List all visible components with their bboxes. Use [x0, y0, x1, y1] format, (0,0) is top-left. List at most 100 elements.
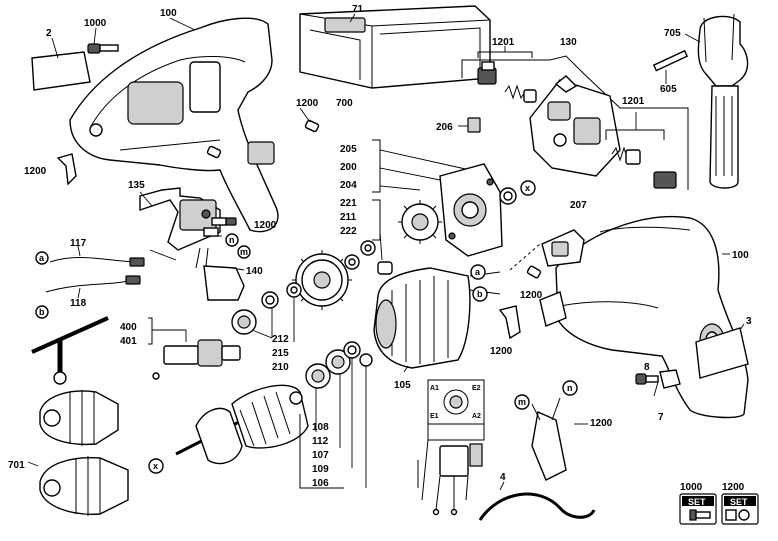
gear-204: [398, 200, 442, 244]
bracket-108-106: [299, 358, 367, 489]
label-210: 210: [272, 362, 289, 373]
clip-1200-mid: [498, 305, 521, 340]
circle-b-left: b: [35, 305, 49, 319]
label-109: 109: [312, 464, 329, 475]
gear-housing-205: [439, 163, 503, 257]
label-1201-right: 1201: [622, 96, 645, 107]
brush-spring-left: [504, 84, 537, 103]
label-7: 7: [658, 412, 664, 423]
label-207: 207: [570, 200, 587, 211]
svg-text:m: m: [240, 247, 248, 257]
bracket-1201-right: [605, 112, 665, 140]
label-set-1200: 1200: [722, 482, 745, 493]
label-106: 106: [312, 478, 329, 489]
brush-cap-left: [477, 61, 497, 85]
svg-text:b: b: [477, 289, 483, 299]
label-plate-2: [31, 37, 91, 91]
label-112: 112: [312, 436, 329, 447]
washer-222: [344, 254, 360, 270]
label-1201-left: 1201: [492, 37, 515, 48]
set-text-1200: SET: [730, 497, 748, 507]
screw-1200-switch: [203, 217, 237, 237]
circle-m-switch: m: [237, 245, 251, 259]
cord-4: [478, 397, 596, 521]
label-8: 8: [644, 362, 650, 373]
bearing-washer: [499, 187, 517, 205]
label-140: 140: [246, 266, 263, 277]
brush-right: [611, 146, 677, 189]
label-705: 705: [664, 28, 681, 39]
label-3: 3: [746, 316, 752, 327]
connector-lines-switch: [149, 235, 222, 261]
wiring-diagram: [417, 379, 485, 516]
label-118: 118: [70, 298, 87, 309]
svg-text:n: n: [567, 383, 573, 393]
screw-8-clamp-7: [635, 369, 681, 397]
keyless-chuck-701: [27, 456, 129, 516]
circle-x-gear: x: [520, 180, 536, 196]
label-401: 401: [120, 336, 137, 347]
ring-106: [359, 353, 373, 367]
label-100-right: 100: [732, 250, 749, 261]
bracket-1201-left: [477, 46, 533, 58]
bearing-108: [305, 363, 331, 389]
wire-117: [49, 245, 145, 267]
switch-135: [139, 187, 221, 251]
washer-221: [360, 240, 376, 256]
pin-1200-right: [526, 265, 542, 279]
set-badge-1000: [679, 493, 717, 525]
label-206: 206: [436, 122, 453, 133]
label-400: 400: [120, 322, 137, 333]
label-107: 107: [312, 450, 329, 461]
circle-n-cord: n: [562, 380, 578, 396]
bushing: [377, 261, 393, 275]
side-handle-705: [652, 13, 749, 189]
svg-text:x: x: [153, 461, 158, 471]
bracket-130: [461, 55, 689, 190]
svg-text:a: a: [475, 267, 481, 277]
label-71: 71: [352, 4, 364, 15]
washer-215: [261, 291, 279, 309]
wiring-E1: E1: [430, 413, 439, 420]
svg-text:b: b: [39, 307, 45, 317]
label-701: 701: [8, 460, 25, 471]
ring-112: [343, 341, 361, 359]
label-222: 222: [340, 226, 357, 237]
circle-n-switch: n: [225, 233, 239, 247]
set-text-1000: SET: [688, 497, 706, 507]
wiring-A1: A1: [430, 385, 439, 392]
label-221: 221: [340, 198, 357, 209]
clip-1200-left: [56, 153, 77, 186]
label-1200-c: 1200: [254, 220, 277, 231]
circle-a-stator: a: [470, 264, 486, 280]
circle-x-armature: x: [148, 458, 164, 474]
armature-107: [175, 384, 309, 465]
part-206: [458, 117, 481, 133]
label-700: 700: [336, 98, 353, 109]
capacitor-140: [195, 247, 245, 301]
wiring-A2: A2: [472, 413, 481, 420]
label-105: 105: [394, 380, 411, 391]
label-1200-d: 1200: [520, 290, 543, 301]
carry-case-700: [299, 5, 491, 89]
label-135: 135: [128, 180, 145, 191]
label-205: 205: [340, 144, 357, 155]
circle-b-stator: b: [472, 286, 488, 302]
spindle-400: [152, 339, 241, 380]
bracket-212-215-210: [251, 298, 295, 342]
svg-text:n: n: [229, 235, 235, 245]
label-1200-a: 1200: [296, 98, 319, 109]
label-1200-f: 1200: [590, 418, 613, 429]
set-badge-1200: [721, 493, 759, 525]
part-207: [541, 229, 585, 267]
label-204: 204: [340, 180, 357, 191]
screw-1000: [87, 27, 119, 54]
pin-1200-left: [206, 107, 320, 159]
gear-211: [292, 250, 352, 310]
keyed-chuck: [39, 390, 119, 446]
circlip-210: [286, 282, 302, 298]
label-set-1000: 1000: [680, 482, 703, 493]
circle-m-cord: m: [514, 394, 530, 410]
label-1200-b: 1200: [24, 166, 47, 177]
